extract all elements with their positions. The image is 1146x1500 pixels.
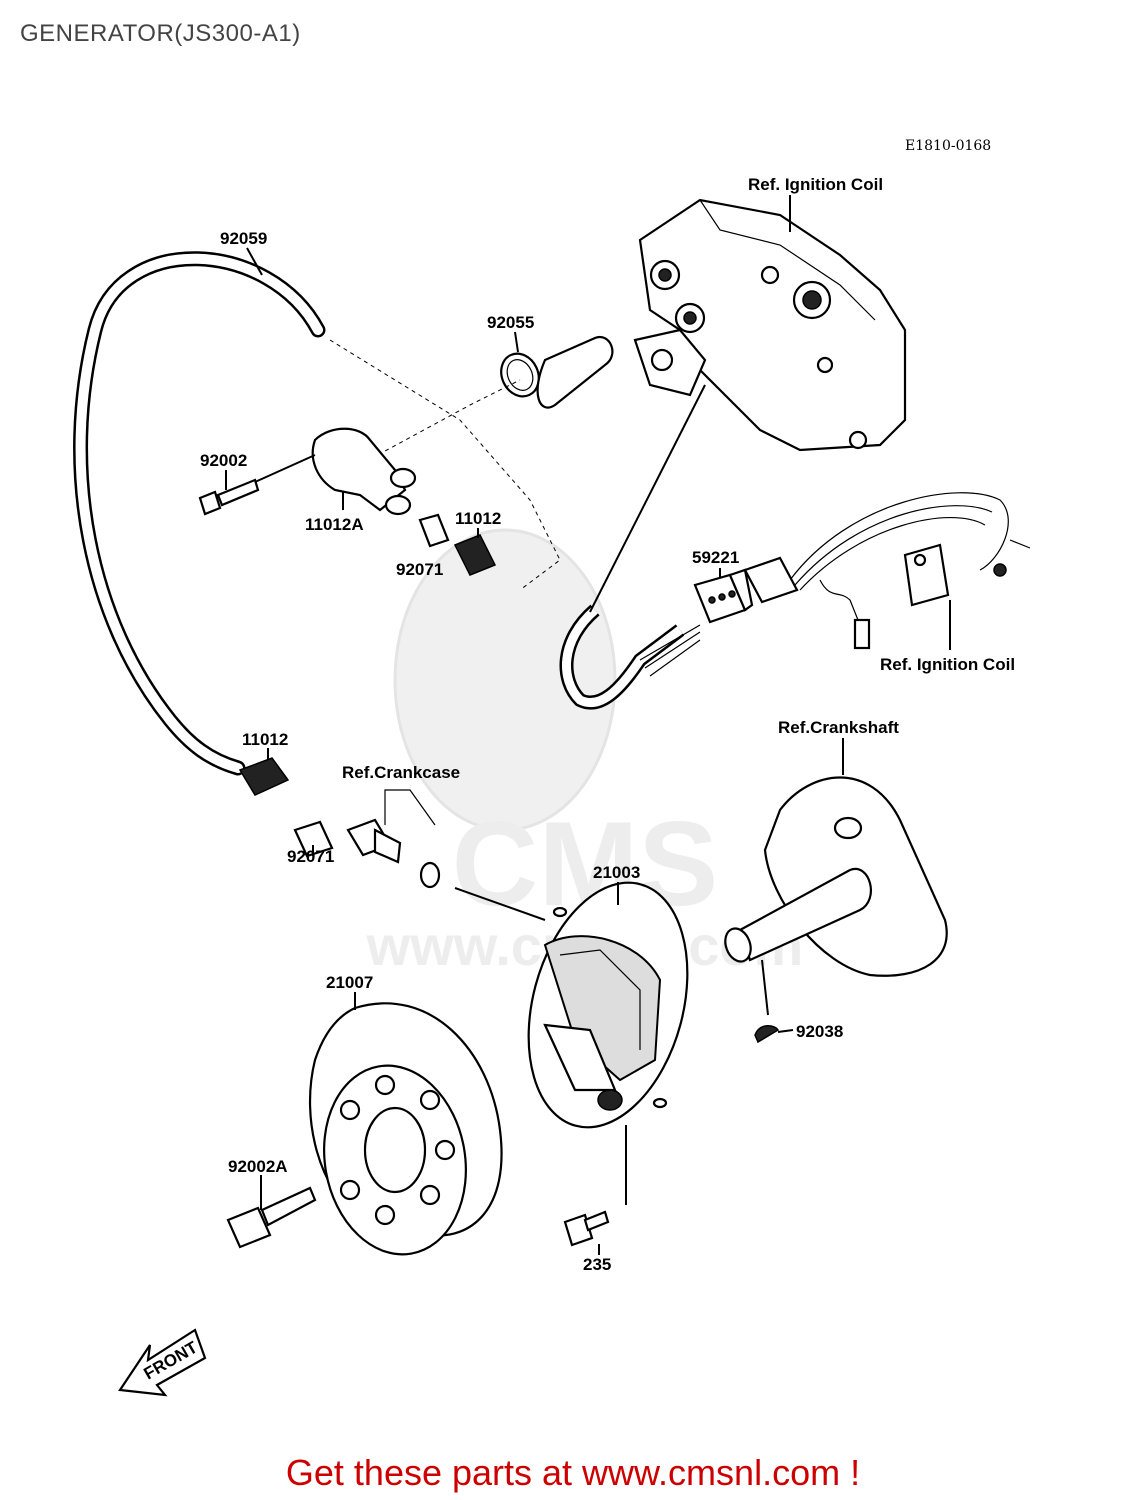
parts-diagram: CMS www.cmsnl.com E1810-0168 Ref. Igniti… xyxy=(73,138,1031,1397)
nipple-92071-bottom[interactable] xyxy=(293,820,334,858)
label-11012-top: 11012 xyxy=(455,509,501,528)
label-92002: 92002 xyxy=(200,451,247,470)
stator-21003[interactable] xyxy=(454,865,713,1145)
label-92038: 92038 xyxy=(796,1022,843,1041)
label-11012-bottom: 11012 xyxy=(242,730,288,749)
label-ref-crankshaft: Ref.Crankshaft xyxy=(778,718,899,737)
connector-59221[interactable] xyxy=(693,556,799,624)
label-92055: 92055 xyxy=(487,313,534,332)
cap-11012-top[interactable] xyxy=(453,534,497,576)
label-92071-top: 92071 xyxy=(396,560,443,579)
label-59221: 59221 xyxy=(692,548,739,567)
cap-11012-bottom[interactable] xyxy=(238,757,290,796)
screw-235[interactable] xyxy=(563,1210,610,1247)
elbow-11012A[interactable] xyxy=(311,427,417,516)
nipple-92071-top[interactable] xyxy=(418,513,450,548)
label-ref-ignition-coil-mid: Ref. Ignition Coil xyxy=(880,655,1015,674)
label-21003: 21003 xyxy=(593,863,640,882)
oring-92055[interactable] xyxy=(494,347,545,402)
front-arrow-icon: FRONT xyxy=(118,1328,207,1397)
label-ref-crankcase: Ref.Crankcase xyxy=(342,763,460,782)
call-to-action-text[interactable]: Get these parts at www.cmsnl.com ! xyxy=(285,1452,861,1493)
sleeve[interactable] xyxy=(536,335,614,409)
label-11012A: 11012A xyxy=(305,515,364,534)
bolt-92002A[interactable] xyxy=(226,1186,317,1249)
hose-92059[interactable] xyxy=(73,251,326,776)
label-92002A: 92002A xyxy=(228,1157,288,1176)
diagram-code: E1810-0168 xyxy=(905,138,991,154)
label-21007: 21007 xyxy=(326,973,373,992)
wire-harness[interactable] xyxy=(559,492,1031,710)
crankshaft[interactable] xyxy=(721,776,948,977)
diagram-title: GENERATOR(JS300-A1) xyxy=(20,20,301,47)
crankcase-fitting[interactable] xyxy=(346,818,441,889)
flywheel-21007[interactable] xyxy=(308,1002,503,1265)
label-92071-bottom: 92071 xyxy=(287,847,334,866)
key-92038[interactable] xyxy=(754,1025,780,1044)
ignition-coil-housing[interactable] xyxy=(633,198,907,452)
label-ref-ignition-coil-top: Ref. Ignition Coil xyxy=(748,175,883,194)
call-to-action[interactable]: Get these parts at www.cmsnl.com ! xyxy=(0,1452,1146,1494)
label-235: 235 xyxy=(583,1255,611,1274)
bolt-92002[interactable] xyxy=(198,478,260,516)
label-92059: 92059 xyxy=(220,229,267,248)
